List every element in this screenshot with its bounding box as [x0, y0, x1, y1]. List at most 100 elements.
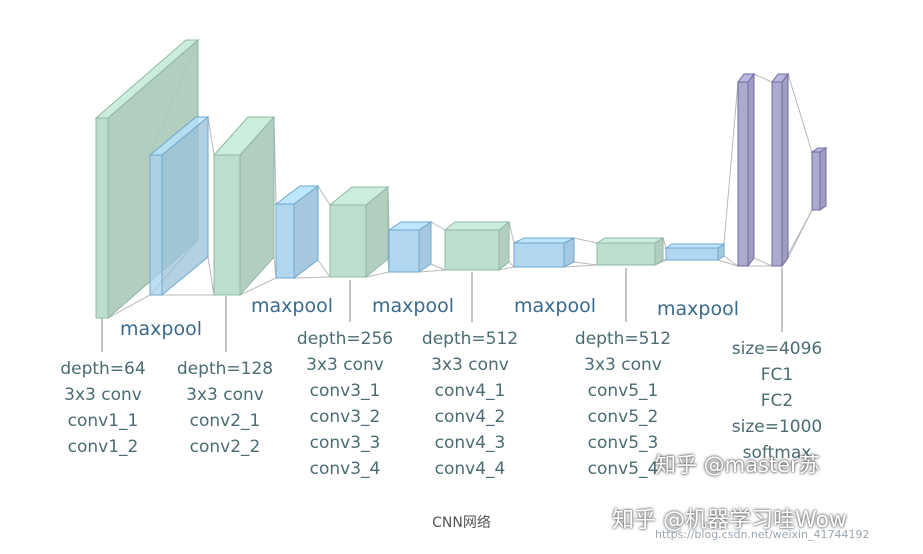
pool3-block [387, 221, 433, 273]
conv5-block [595, 237, 665, 266]
conv3-block-front [329, 204, 367, 278]
connector-line [430, 221, 446, 231]
connector-line [573, 237, 598, 244]
fc2-block-front [771, 81, 783, 267]
connector-line [753, 73, 773, 83]
connector-line [239, 277, 277, 296]
pool5-block-front [665, 247, 719, 261]
pool4-block-front [513, 242, 565, 268]
watermark-bottom: 知乎 @机器学习哇Wow [612, 508, 847, 533]
fc1-block-side [747, 72, 755, 268]
stage1-depth: depth=64 [60, 359, 146, 379]
stage3-conv-a: conv3_1 [309, 381, 381, 401]
pool4-block-top [513, 237, 575, 244]
fc3-block [810, 147, 828, 211]
connector-line [207, 116, 215, 156]
connector-line [723, 255, 739, 267]
stage2-depth: depth=128 [176, 359, 274, 379]
fc3-block-front [811, 151, 821, 211]
stage3-conv-c: conv3_3 [309, 433, 381, 453]
pool3-block-side [418, 221, 432, 273]
stage1-label: depth=64 3x3 conv conv1_1 conv1_2 [48, 356, 158, 460]
connector-line [573, 261, 598, 266]
connector-line [317, 185, 331, 206]
maxpool-label-2: maxpool [251, 295, 333, 317]
maxpool-label-1: maxpool [120, 318, 202, 340]
pool5-block-top [664, 243, 726, 249]
fc-layer-1: FC1 [760, 365, 794, 385]
cnn-architecture-diagram [94, 38, 828, 352]
stage3-conv-d: conv3_4 [309, 459, 381, 479]
fc2-block [771, 72, 789, 268]
pool1-block [148, 115, 210, 297]
stage1-conv-b: conv1_2 [67, 437, 139, 457]
fc-softmax: softmax [742, 443, 812, 463]
stage5-label: depth=512 3x3 conv conv5_1 conv5_2 conv5… [568, 326, 678, 482]
connector-line [753, 257, 773, 267]
conv2-block-front [213, 154, 241, 296]
fc-size-b: size=1000 [731, 417, 823, 437]
watermark-overlay: 知乎 @master苏 [655, 453, 820, 477]
conv5-block-front [596, 242, 656, 266]
connector-line [107, 294, 151, 319]
stage3-depth: depth=256 [296, 329, 394, 349]
stage3-conv-b: conv3_2 [309, 407, 381, 427]
maxpool-label-5: maxpool [657, 298, 739, 320]
stage5-conv-d: conv5_4 [587, 459, 659, 479]
pool5-block [664, 243, 726, 261]
stage2-label: depth=128 3x3 conv conv2_1 conv2_2 [170, 356, 280, 460]
conv4-block-top [443, 221, 511, 231]
connector-line [717, 259, 739, 267]
stage4-conv-a: conv4_1 [434, 381, 506, 401]
conv4-block [443, 220, 511, 272]
connector-line [498, 266, 515, 271]
maxpool-label-4: maxpool [514, 295, 596, 317]
stage1-kernel: 3x3 conv [64, 385, 142, 405]
stage5-kernel: 3x3 conv [584, 355, 662, 375]
pool2-block [274, 185, 320, 279]
stage1-conv-a: conv1_1 [67, 411, 139, 431]
maxpool-label-3: maxpool [372, 295, 454, 317]
stage5-depth: depth=512 [574, 329, 672, 349]
pool4-block [513, 237, 575, 268]
stage5-conv-c: conv5_3 [587, 433, 659, 453]
connector-line [365, 271, 390, 278]
stage4-depth: depth=512 [421, 329, 519, 349]
connector-line [418, 269, 446, 273]
connector-line [508, 261, 515, 268]
stage4-conv-c: conv4_3 [434, 433, 506, 453]
figure-caption: CNN网络 [432, 515, 491, 531]
fc2-block-side [781, 72, 789, 268]
fc1-block-front [737, 81, 749, 267]
connector-line [723, 81, 739, 245]
conv2-block [212, 115, 276, 297]
conv3-block [328, 185, 390, 279]
stage3-kernel: 3x3 conv [306, 355, 384, 375]
fc-size-a: size=4096 [731, 339, 823, 359]
stage2-conv-a: conv2_1 [189, 411, 261, 431]
stage4-conv-d: conv4_4 [434, 459, 506, 479]
stage2-conv-b: conv2_2 [189, 437, 261, 457]
fc1-block [737, 72, 755, 268]
connector-line [317, 259, 331, 278]
conv1-block-front [95, 117, 109, 319]
stage4-kernel: 3x3 conv [431, 355, 509, 375]
pool1-block-front [149, 154, 163, 296]
connector-line [508, 221, 515, 244]
stage3-label: depth=256 3x3 conv conv3_1 conv3_2 conv3… [290, 326, 400, 482]
fc-layer-2: FC2 [760, 391, 794, 411]
stage4-label: depth=512 3x3 conv conv4_1 conv4_2 conv4… [415, 326, 525, 482]
stage4-conv-b: conv4_2 [434, 407, 506, 427]
watermark-url: https://blog.csdn.net/weixin_41744192 [655, 528, 870, 541]
pool2-block-front [275, 203, 295, 279]
connector-line [563, 264, 598, 268]
fc-label: size=4096 FC1 FC2 size=1000 softmax [722, 336, 832, 466]
connector-line [787, 73, 813, 153]
connector-line [293, 276, 331, 279]
connector-line [430, 263, 446, 271]
stage5-conv-a: conv5_1 [587, 381, 659, 401]
stage2-kernel: 3x3 conv [186, 385, 264, 405]
conv4-block-front [444, 229, 500, 271]
pool3-block-front [388, 229, 420, 273]
fc3-block-side [819, 147, 827, 211]
